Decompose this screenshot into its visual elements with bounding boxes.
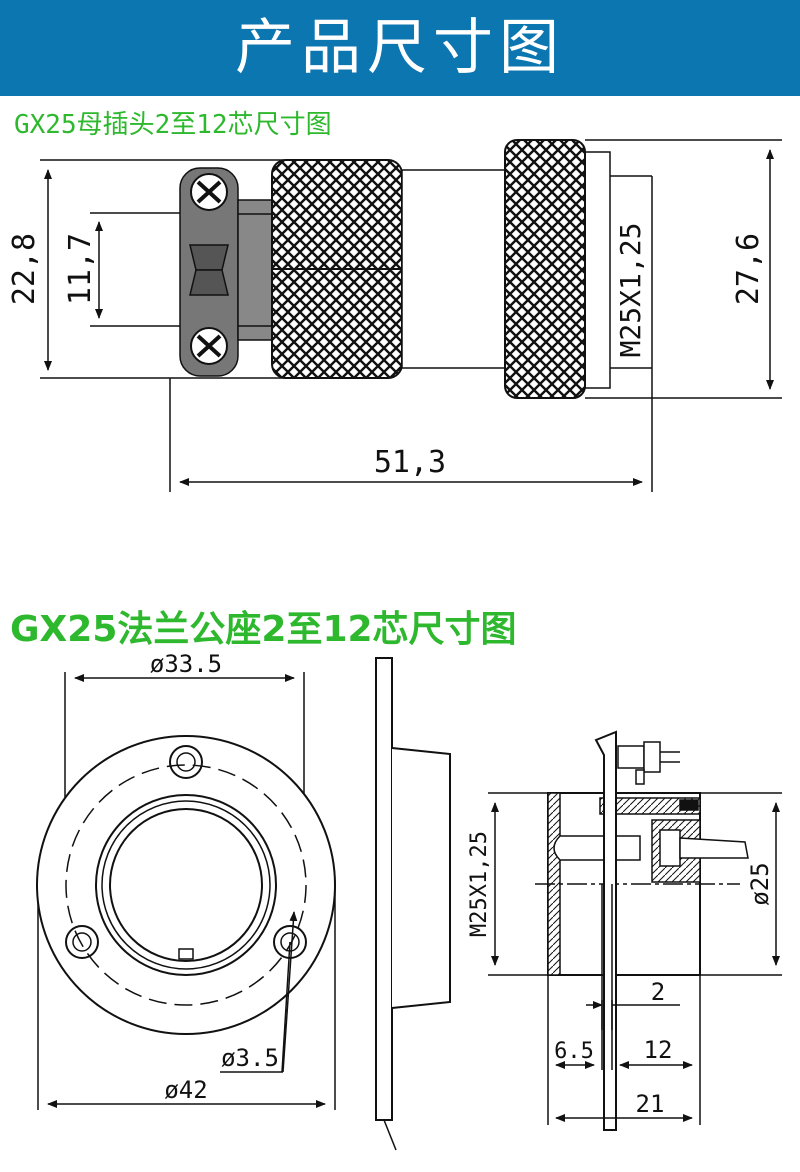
plug-drawing [40, 139, 782, 492]
dim-6-5: 6.5 [554, 1039, 594, 1064]
title-banner [0, 0, 800, 96]
flange-side-view [375, 657, 451, 1151]
dim-11-7: 11,7 [63, 233, 98, 305]
dim-22-8: 22,8 [7, 233, 42, 305]
dim-hole-diameter: ø3.5 [221, 1044, 279, 1072]
dim-2: 2 [651, 978, 665, 1006]
dim-12: 12 [644, 1036, 673, 1064]
dim-27-6: 27,6 [731, 233, 766, 305]
dim-flange-diameter: ø42 [164, 1076, 207, 1104]
dim-51-3: 51,3 [374, 445, 446, 480]
thread-label-socket: M25X1,25 [467, 831, 492, 937]
dim-21: 21 [636, 1090, 665, 1118]
flange-front-view [36, 672, 336, 1110]
page-title: 产品尺寸图 [235, 13, 565, 83]
section-view [488, 730, 782, 1131]
section1-title: GX25母插头2至12芯尺寸图 [14, 110, 332, 140]
section2-title: GX25法兰公座2至12芯尺寸图 [10, 609, 517, 650]
dim-body-diameter: ø25 [746, 862, 774, 905]
dim-flange-hole-circle: ø33.5 [150, 650, 222, 678]
thread-label-plug: M25X1,25 [614, 223, 647, 358]
